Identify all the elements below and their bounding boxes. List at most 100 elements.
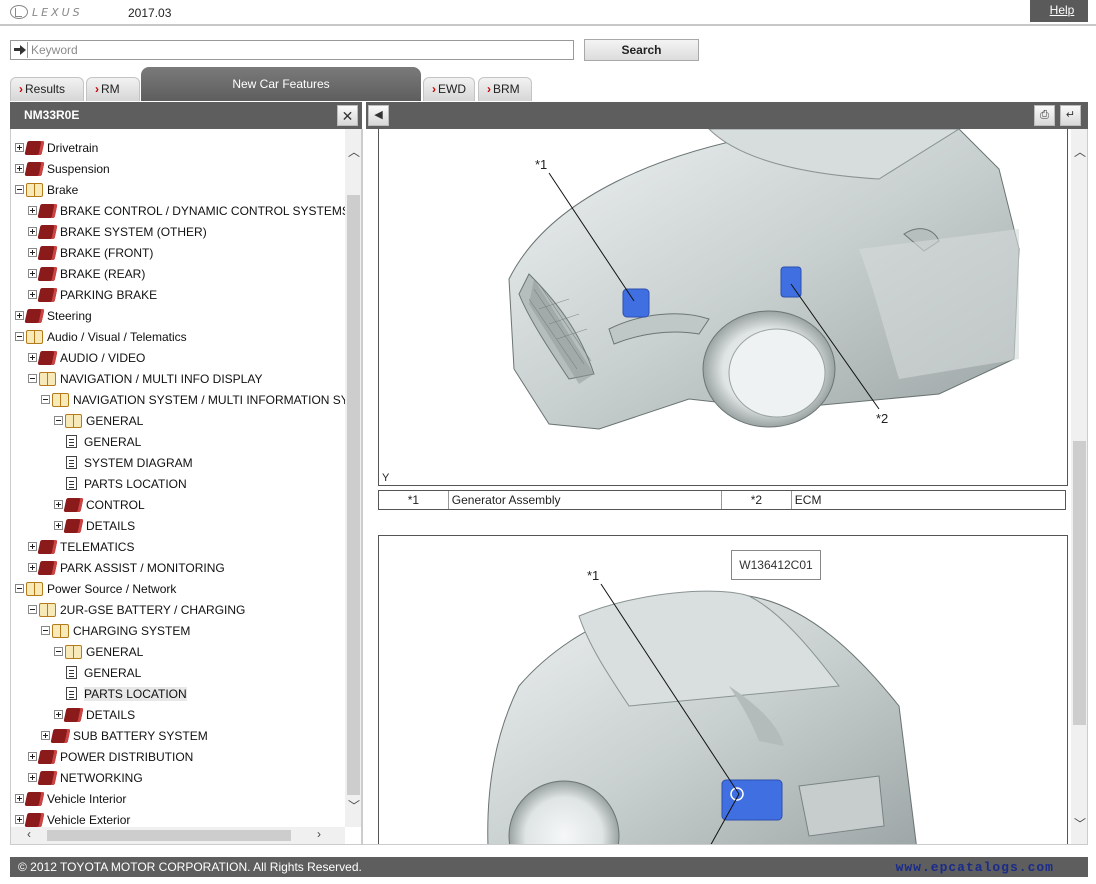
expand-icon[interactable] (54, 710, 63, 719)
tree-folder-item[interactable]: AUDIO / VIDEO (28, 347, 145, 368)
collapse-icon[interactable] (15, 332, 24, 341)
collapse-icon[interactable] (15, 584, 24, 593)
expand-icon[interactable] (28, 353, 37, 362)
tree-folder-item[interactable]: SUB BATTERY SYSTEM (41, 725, 208, 746)
expand-icon[interactable] (15, 311, 24, 320)
document-icon (66, 687, 77, 700)
tree-folder-item[interactable]: Power Source / Network (15, 578, 176, 599)
back-button[interactable]: ↵ (1060, 105, 1081, 126)
tree-vertical-scrollbar[interactable]: ︿ ﹀ (345, 129, 361, 827)
tree-hscroll-thumb[interactable] (47, 830, 291, 841)
scroll-down-icon[interactable]: ﹀ (1074, 817, 1087, 831)
closed-book-icon (37, 749, 58, 764)
scroll-down-icon[interactable]: ﹀ (348, 799, 361, 813)
tree-scroll-thumb[interactable] (347, 195, 360, 795)
expand-icon[interactable] (28, 206, 37, 215)
tab-brm[interactable]: ›BRM (478, 77, 532, 101)
expand-icon[interactable] (28, 227, 37, 236)
tree-folder-item[interactable]: BRAKE SYSTEM (OTHER) (28, 221, 207, 242)
tree-folder-item[interactable]: GENERAL (54, 410, 143, 431)
search-box (10, 40, 574, 60)
expand-icon[interactable] (28, 542, 37, 551)
expand-icon[interactable] (28, 269, 37, 278)
tree-folder-item[interactable]: DETAILS (54, 515, 135, 536)
print-button[interactable]: ⎙ (1034, 105, 1055, 126)
content-vertical-scrollbar[interactable]: ︿ ﹀ (1071, 129, 1087, 844)
tree-folder-item[interactable]: CONTROL (54, 494, 145, 515)
tree-document-item[interactable]: SYSTEM DIAGRAM (54, 452, 193, 473)
help-link[interactable]: Help (1030, 0, 1088, 22)
expand-icon[interactable] (54, 521, 63, 530)
tree-folder-item[interactable]: 2UR-GSE BATTERY / CHARGING (28, 599, 245, 620)
collapse-icon[interactable] (41, 395, 50, 404)
ecm-highlight (780, 266, 802, 298)
parts-location-figure-front: *1 *2 Y (378, 129, 1068, 486)
open-book-icon (39, 371, 56, 386)
tab-rm[interactable]: ›RM (86, 77, 140, 101)
expand-icon[interactable] (15, 143, 24, 152)
collapse-icon[interactable] (15, 185, 24, 194)
content-scroll-thumb[interactable] (1073, 441, 1086, 725)
tree-item-label: NETWORKING (60, 770, 143, 785)
expand-icon[interactable] (54, 500, 63, 509)
collapse-icon[interactable] (41, 626, 50, 635)
expand-icon[interactable] (28, 290, 37, 299)
watermark-text: www.epcatalogs.com (895, 860, 1054, 875)
lexus-logo-icon (10, 5, 28, 19)
expand-icon[interactable] (15, 815, 24, 824)
tree-document-item[interactable]: PARTS LOCATION (54, 683, 187, 704)
search-button[interactable]: Search (584, 39, 699, 61)
tab-results[interactable]: ›Results (10, 77, 84, 101)
tree-folder-item[interactable]: BRAKE CONTROL / DYNAMIC CONTROL SYSTEMS (28, 200, 345, 221)
collapse-icon[interactable] (54, 416, 63, 425)
expand-icon[interactable] (41, 731, 50, 740)
tree-folder-item[interactable]: PARK ASSIST / MONITORING (28, 557, 225, 578)
tree-folder-item[interactable]: PARKING BRAKE (28, 284, 157, 305)
tree-folder-item[interactable]: BRAKE (FRONT) (28, 242, 153, 263)
tree-folder-item[interactable]: NETWORKING (28, 767, 143, 788)
tree-folder-item[interactable]: BRAKE (REAR) (28, 263, 145, 284)
tree-folder-item[interactable]: POWER DISTRIBUTION (28, 746, 193, 767)
tree-folder-item[interactable]: Vehicle Interior (15, 788, 126, 809)
tree-horizontal-scrollbar[interactable]: ‹ › (11, 827, 345, 844)
tree-folder-item[interactable]: DETAILS (54, 704, 135, 725)
expand-icon[interactable] (28, 248, 37, 257)
scroll-up-icon[interactable]: ︿ (348, 145, 361, 159)
chevron-right-icon: › (95, 82, 99, 96)
tree-document-item[interactable]: GENERAL (54, 662, 141, 683)
left-panel-header: NM33R0E ✕ (10, 102, 362, 129)
scroll-right-icon[interactable]: › (317, 827, 321, 841)
tree-folder-item[interactable]: Suspension (15, 158, 110, 179)
tree-document-item[interactable]: GENERAL (54, 431, 141, 452)
search-input[interactable] (28, 42, 573, 58)
expand-icon[interactable] (28, 563, 37, 572)
collapse-icon[interactable] (54, 647, 63, 656)
scroll-up-icon[interactable]: ︿ (1074, 145, 1087, 159)
tree-folder-item[interactable]: Steering (15, 305, 92, 326)
tree-document-item[interactable]: PARTS LOCATION (54, 473, 187, 494)
collapse-icon[interactable] (28, 374, 37, 383)
close-button[interactable]: ✕ (337, 105, 358, 126)
tree-folder-item[interactable]: Brake (15, 179, 78, 200)
expand-icon[interactable] (28, 773, 37, 782)
tab-ewd[interactable]: ›EWD (423, 77, 475, 101)
expand-icon[interactable] (15, 164, 24, 173)
expand-icon[interactable] (28, 752, 37, 761)
arrow-right-icon (12, 42, 28, 58)
expand-icon[interactable] (15, 794, 24, 803)
collapse-panel-button[interactable]: ◀ (368, 105, 389, 126)
tree-folder-item[interactable]: NAVIGATION / MULTI INFO DISPLAY (28, 368, 262, 389)
tree-folder-item[interactable]: Vehicle Exterior (15, 809, 130, 827)
scroll-left-icon[interactable]: ‹ (27, 827, 31, 841)
closed-book-icon (37, 224, 58, 239)
tree-folder-item[interactable]: Audio / Visual / Telematics (15, 326, 187, 347)
tree-folder-item[interactable]: NAVIGATION SYSTEM / MULTI INFORMATION SY… (41, 389, 345, 410)
legend-value-2: ECM (794, 493, 822, 507)
open-book-icon (39, 602, 56, 617)
tree-folder-item[interactable]: TELEMATICS (28, 536, 134, 557)
tree-folder-item[interactable]: Drivetrain (15, 137, 98, 158)
tab-new-car-features[interactable]: New Car Features (141, 67, 421, 101)
tree-folder-item[interactable]: CHARGING SYSTEM (41, 620, 190, 641)
collapse-icon[interactable] (28, 605, 37, 614)
tree-folder-item[interactable]: GENERAL (54, 641, 143, 662)
